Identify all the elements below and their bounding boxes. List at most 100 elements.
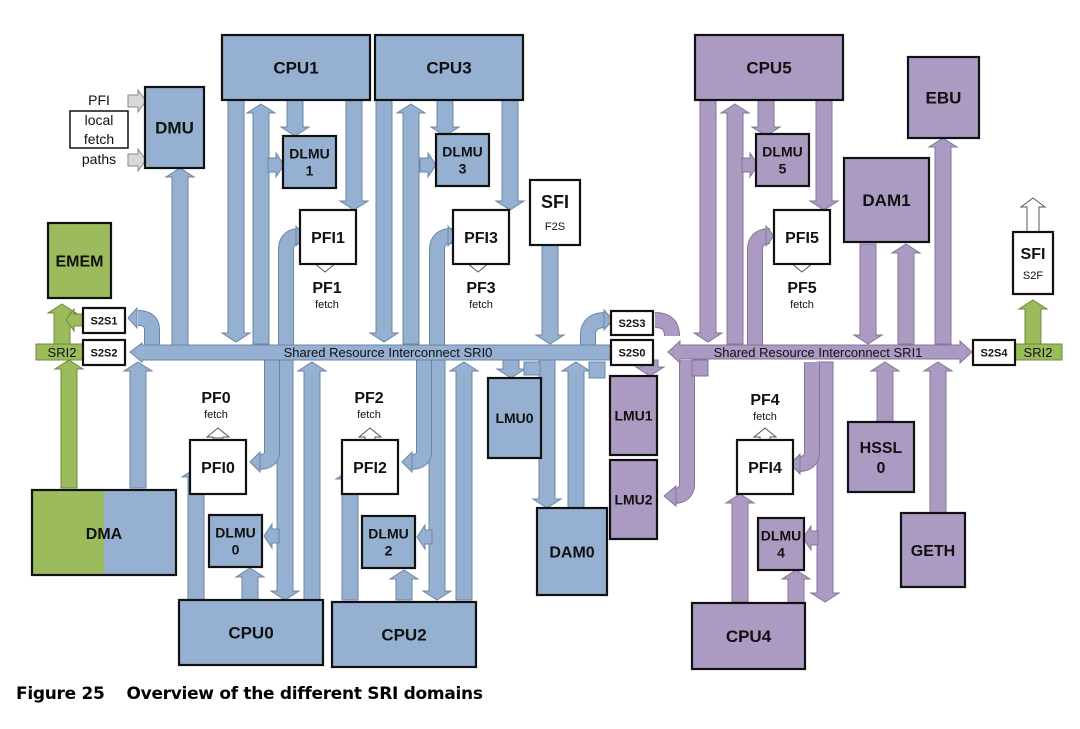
pfi4-block: PFI4 <box>735 438 795 496</box>
dma-to-sri2-arrow <box>53 359 85 489</box>
lmu1-block-label: LMU1 <box>614 408 652 424</box>
cpu3-to-pfi3-arrow <box>494 99 526 211</box>
lmu1-block: LMU1 <box>608 374 659 457</box>
cpu4-block: CPU4 <box>690 601 807 671</box>
geth-block-label: GETH <box>911 543 955 560</box>
cpu3-to-sri0-arrow <box>368 99 400 343</box>
sri2-to-sfi-s2f-arrow <box>1017 299 1049 345</box>
dam1-block-label: DAM1 <box>862 191 910 210</box>
dlmu2-block-box <box>360 514 417 570</box>
dma-to-sri0-arrow <box>122 361 154 489</box>
figure-number: Figure 25 <box>16 684 105 704</box>
dam0-block-label: DAM0 <box>549 544 594 561</box>
lmu2-block: LMU2 <box>608 458 659 541</box>
dmu-block-box <box>143 85 206 170</box>
lmu1-block-box <box>608 374 659 457</box>
hssl0-block-box <box>846 420 916 494</box>
sri-to-dlmu2-arrow <box>416 523 433 551</box>
dlmu3-block-label-1: 3 <box>459 161 467 177</box>
pf2-fetch-label-title: PF2 <box>354 390 383 407</box>
s2s2-block-box <box>81 338 127 367</box>
pfi4-fetch-arrow <box>752 427 778 441</box>
s2s1-block-label: S2S1 <box>91 315 118 327</box>
sri1-to-lmu2-curve <box>672 360 694 503</box>
cpu5-block: CPU5 <box>693 33 845 102</box>
sri0-to-lmu0-arrow <box>495 359 527 379</box>
sri1-stub <box>691 359 709 377</box>
pf1-fetch-label-sub: fetch <box>315 299 339 311</box>
sfi-s2f-block-box <box>1011 230 1055 296</box>
pfi2-block-label: PFI2 <box>353 460 387 477</box>
pfi2-fetch-arrow <box>357 427 383 441</box>
pfi-legend-box-line2: fetch <box>84 131 114 147</box>
lmu0-block-label: LMU0 <box>495 410 533 426</box>
pfi0-fetch-arrow <box>205 427 231 439</box>
sfi-f2s-block-box <box>528 178 582 247</box>
s2s0-block-label: S2S0 <box>619 347 646 359</box>
sri1-to-lmu2-curve-head <box>663 484 677 508</box>
emem-block: EMEM <box>46 221 113 300</box>
dma-block-blue-half <box>104 490 176 575</box>
pfi5-block-label: PFI5 <box>785 230 819 247</box>
lmu2-block-label: LMU2 <box>614 492 652 508</box>
dlmu5-block-label-0: DLMU <box>762 144 802 160</box>
sri0-label: Shared Resource Interconnect SRI0 <box>284 345 493 360</box>
dam0-block: DAM0 <box>535 506 609 597</box>
sri1-to-cpu5-arrow <box>719 103 751 345</box>
pfi3-block-label: PFI3 <box>464 230 498 247</box>
cpu5-block-box <box>693 33 845 102</box>
cpu0-block-box <box>177 598 325 667</box>
s2s4-block: S2S4 <box>971 338 1017 367</box>
pfi2-block-box <box>340 438 400 496</box>
s2s4-block-label: S2S4 <box>981 347 1009 359</box>
dlmu3-block-label-0: DLMU <box>442 144 482 160</box>
cpu4-to-pfi4-arrow <box>724 493 756 603</box>
cpu1-block-box <box>220 33 372 102</box>
sri-to-dlmu5-arrow <box>741 151 759 179</box>
sri1-to-pfi5-curve-head <box>765 224 775 248</box>
s2s1-block-box <box>81 306 127 335</box>
dam1-to-sri1-arrow <box>852 243 884 345</box>
pfi0-block-box <box>188 438 248 496</box>
cpu4-block-box <box>690 601 807 671</box>
pfi-legend-box-line1: local <box>85 112 114 128</box>
dlmu1-block-label-1: 1 <box>306 163 314 179</box>
dlmu4-block-label-0: DLMU <box>761 528 801 544</box>
cpu2-block: CPU2 <box>330 600 478 669</box>
sri-to-dlmu0-arrow <box>263 522 280 550</box>
pf0-fetch-label-sub: fetch <box>204 409 228 421</box>
dlmu2-block-label-1: 2 <box>385 543 393 559</box>
cpu4-to-dlmu4-arrow <box>780 569 812 605</box>
s2s3-block-box <box>609 309 655 337</box>
ebu-block-label: EBU <box>926 89 962 108</box>
cpu5-to-pfi5-arrow <box>808 99 840 211</box>
pfi-fetch-path-arrow-bottom <box>127 147 147 173</box>
pfi3-block-box <box>451 208 511 266</box>
sfi-s2f-block-label-1: S2F <box>1023 270 1043 282</box>
s2s2-block-label: S2S2 <box>91 347 118 359</box>
pfi-fetch-path-arrow-top <box>127 88 147 114</box>
sfi-f2s-to-sri0-arrow <box>534 244 566 345</box>
sri0-to-dmu-arrow <box>164 167 196 346</box>
pfi-legend-top: PFI <box>88 92 110 108</box>
pfi2-block: PFI2 <box>340 438 400 496</box>
s2s1-block: S2S1 <box>81 306 127 335</box>
pfi0-block-label: PFI0 <box>201 460 235 477</box>
pfi1-block: PFI1 <box>298 208 358 266</box>
cpu5-block-label: CPU5 <box>746 59 791 78</box>
s2s0-block: S2S0 <box>609 338 655 367</box>
pf4-fetch-label-title: PF4 <box>750 392 779 409</box>
cpu3-block-box <box>373 33 525 102</box>
dlmu5-block-label-1: 5 <box>779 161 787 177</box>
dmu-block-label: DMU <box>155 119 194 138</box>
cpu1-to-dlmu1-arrow <box>279 99 311 137</box>
sri0-to-pfi1-curve <box>279 229 301 345</box>
sri1-label: Shared Resource Interconnect SRI1 <box>714 345 923 360</box>
